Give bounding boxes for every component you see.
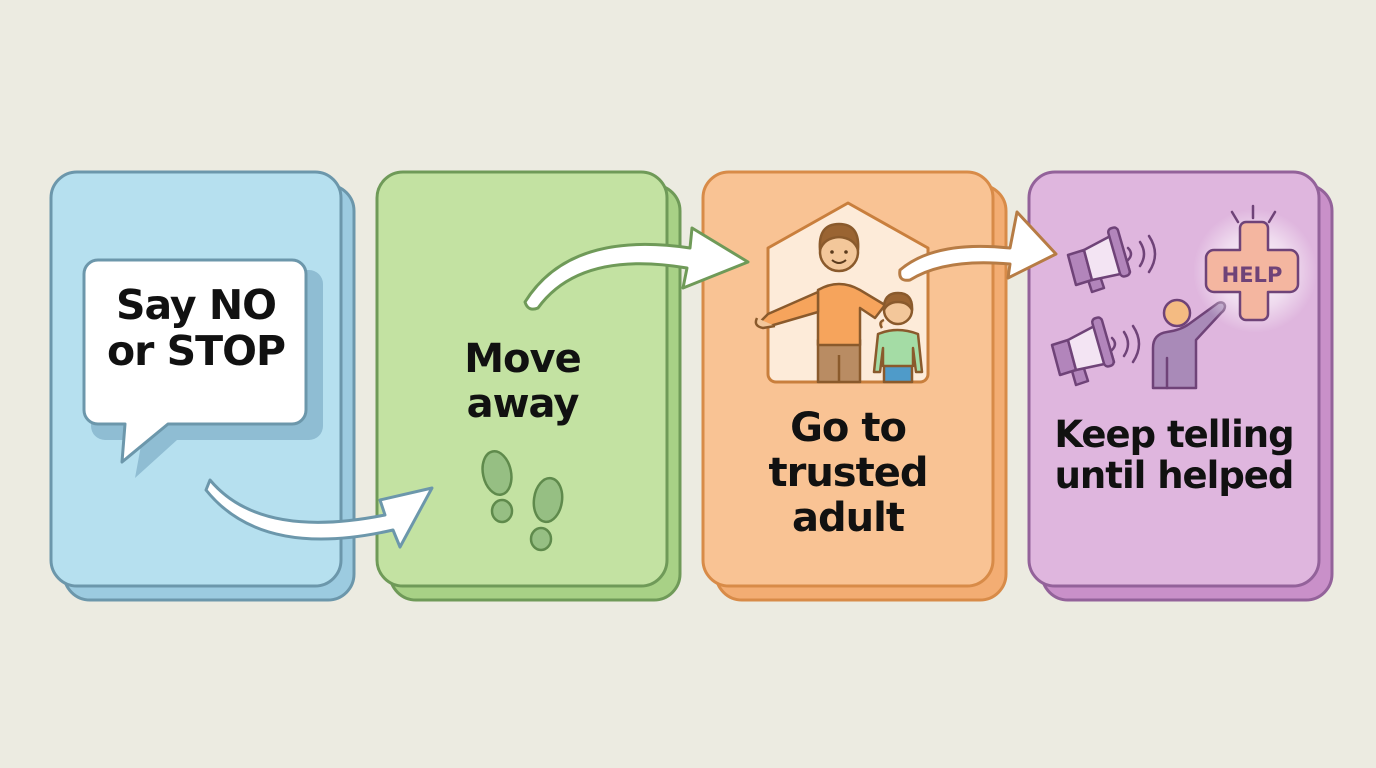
footprints-icon <box>481 450 564 552</box>
step-card-1 <box>49 170 356 602</box>
speech-bubble-icon <box>82 258 323 478</box>
help-sign-text: HELP <box>1222 263 1283 287</box>
megaphone-icon <box>1050 316 1141 387</box>
curved-arrow-icon <box>523 226 750 311</box>
curved-arrow-icon <box>898 210 1058 282</box>
help-sign-icon <box>1193 204 1317 333</box>
step-card-2 <box>375 170 682 602</box>
step-1-label: Say NO or STOP <box>106 281 286 375</box>
adult-and-child-in-house-icon <box>754 201 930 384</box>
megaphone-icon <box>1066 226 1157 294</box>
step-card-4 <box>1027 170 1334 602</box>
curved-arrow-icon <box>204 478 434 549</box>
step-3-label: Go to trusted adult <box>768 405 928 541</box>
step-2-label: Move away <box>464 336 582 427</box>
step-4-label: Keep telling until helped <box>1054 413 1294 498</box>
